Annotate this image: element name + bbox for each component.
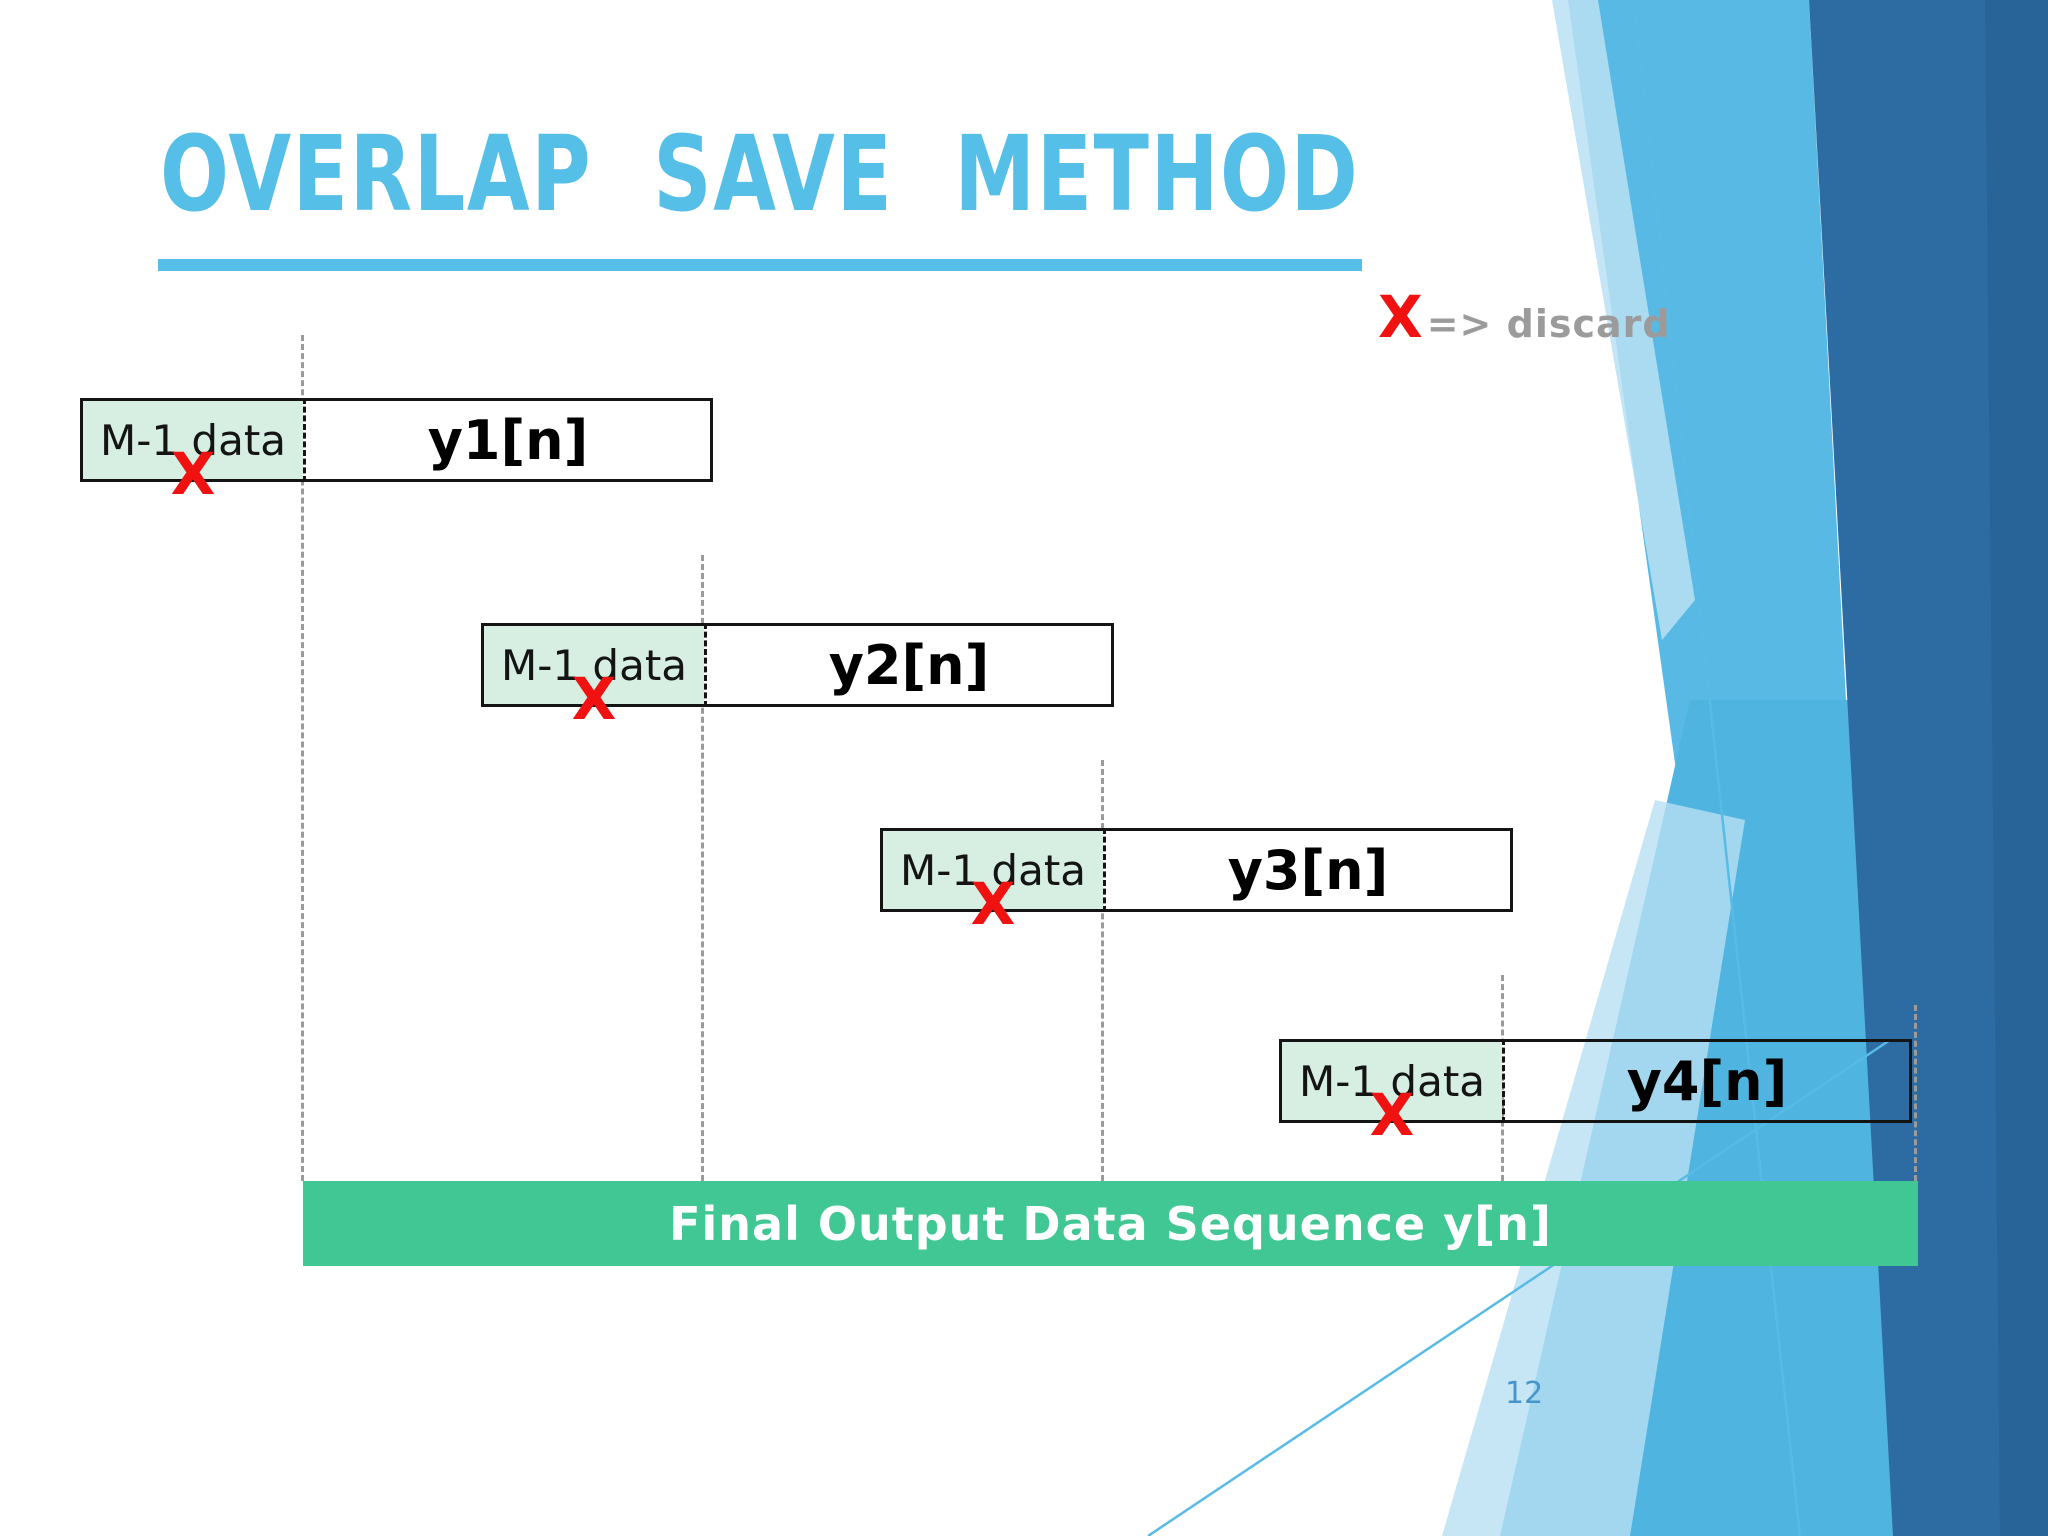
overlap-label: M-1 data (899, 845, 1087, 895)
decor-darker-edge (1985, 0, 2048, 1536)
discard-legend: X => discard (1378, 288, 1671, 346)
block-row-4: M-1 data X y4[n] (1279, 1039, 1912, 1144)
guide-line-3 (1101, 760, 1104, 1181)
guide-line-2 (701, 555, 704, 1181)
overlap-label: M-1 data (500, 640, 688, 690)
output-label: y1[n] (427, 408, 589, 472)
overlap-label: M-1 data (1298, 1056, 1486, 1106)
decor-pale-sliver-top (1552, 0, 1695, 640)
overlap-segment-4: M-1 data X (1279, 1039, 1502, 1144)
decor-dark-band (1809, 0, 2048, 1536)
output-label: y4[n] (1626, 1049, 1788, 1113)
overlap-label: M-1 data (99, 415, 287, 465)
final-output-label: Final Output Data Sequence y[n] (669, 1196, 1552, 1251)
decor-thin-line-upper (1632, 0, 1802, 1536)
discard-x-icon: X (970, 870, 1016, 938)
output-segment-3: y3[n] (1103, 828, 1513, 912)
output-segment-4: y4[n] (1502, 1039, 1912, 1123)
overlap-segment-2: M-1 data X (481, 623, 704, 728)
discard-x-icon: X (571, 665, 617, 733)
title-underline (158, 259, 1362, 271)
guide-line-1 (301, 335, 304, 1181)
page-number: 12 (1505, 1376, 1544, 1411)
overlap-segment-3: M-1 data X (880, 828, 1103, 933)
output-label: y3[n] (1227, 838, 1389, 902)
final-output-bar: Final Output Data Sequence y[n] (303, 1181, 1918, 1266)
block-row-2: M-1 data X y2[n] (481, 623, 1114, 728)
block-row-1: M-1 data X y1[n] (80, 398, 713, 503)
discard-x-icon: X (1369, 1081, 1415, 1149)
discard-x-icon: X (170, 440, 216, 508)
output-label: y2[n] (828, 633, 990, 697)
overlap-segment-1: M-1 data X (80, 398, 303, 503)
decor-pale-wedge-bottom (1442, 800, 1745, 1536)
guide-line-5 (1914, 1005, 1917, 1181)
output-segment-1: y1[n] (303, 398, 713, 482)
page-title: OVERLAP SAVE METHOD (160, 113, 1360, 235)
legend-discard-text: => discard (1426, 302, 1671, 346)
decor-medium-band-upper (1568, 0, 1855, 870)
block-row-3: M-1 data X y3[n] (880, 828, 1513, 933)
output-segment-2: y2[n] (704, 623, 1114, 707)
legend-discard-x-icon: X (1378, 283, 1423, 351)
